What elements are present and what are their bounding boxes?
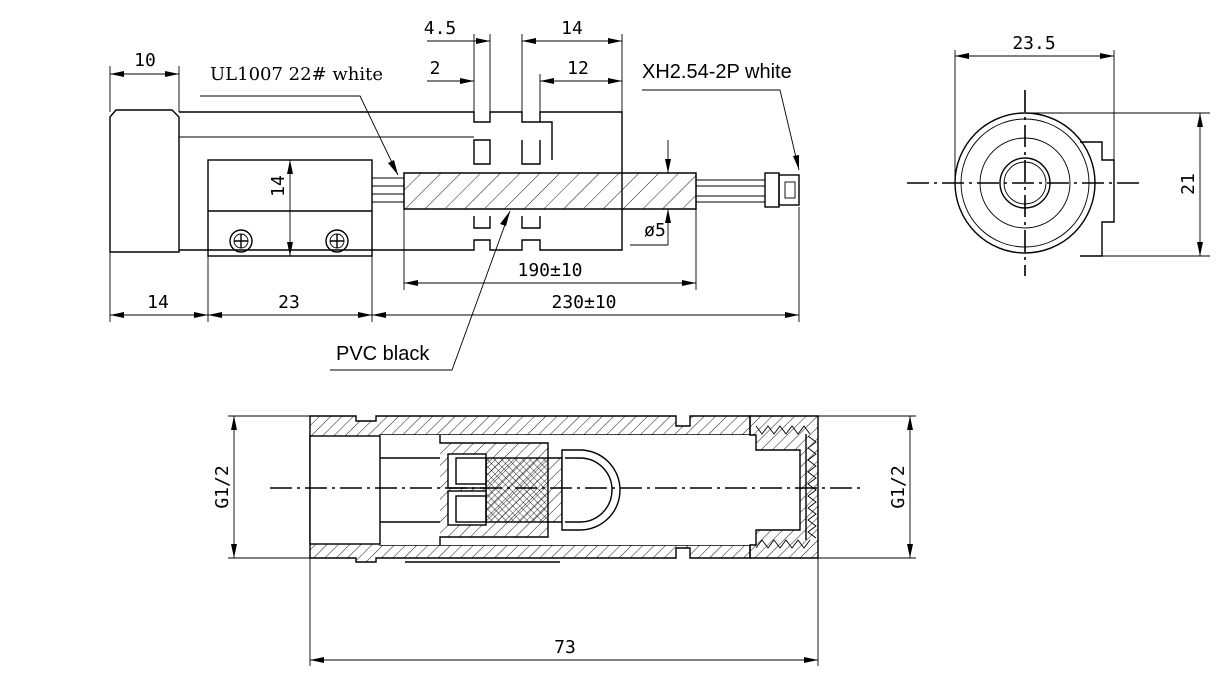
dim-4-5: 4.5 <box>424 18 457 39</box>
cable-label: PVC black <box>336 343 430 365</box>
dim-mid-23: 23 <box>278 292 300 313</box>
dim-190: 190±10 <box>517 260 582 281</box>
screw-left <box>229 229 253 253</box>
dim-14-top: 14 <box>561 18 583 39</box>
wire-spec-label: UL1007 22# white <box>210 64 383 85</box>
screw-right <box>325 229 349 253</box>
dim-thread-right: G1/2 <box>888 465 909 508</box>
dim-top-left-10: 10 <box>134 50 156 71</box>
dim-left-14: 14 <box>147 292 169 313</box>
dim-end-width: 23.5 <box>1012 33 1055 54</box>
dim-height-14: 14 <box>268 175 289 197</box>
end-view: 23.5 21 <box>907 33 1210 276</box>
dim-end-height: 21 <box>1178 173 1199 195</box>
section-view: G1/2 G1/2 73 <box>212 415 916 666</box>
dim-2: 2 <box>430 58 441 79</box>
dim-230: 230±10 <box>551 292 616 313</box>
dim-overall-73: 73 <box>554 637 576 658</box>
dim-dia-5: ø5 <box>644 220 666 241</box>
side-view: 10 4.5 14 2 12 14 ø5 <box>109 18 800 371</box>
dim-thread-left: G1/2 <box>212 465 233 508</box>
dim-12: 12 <box>567 58 589 79</box>
connector-label: XH2.54-2P white <box>642 61 792 83</box>
